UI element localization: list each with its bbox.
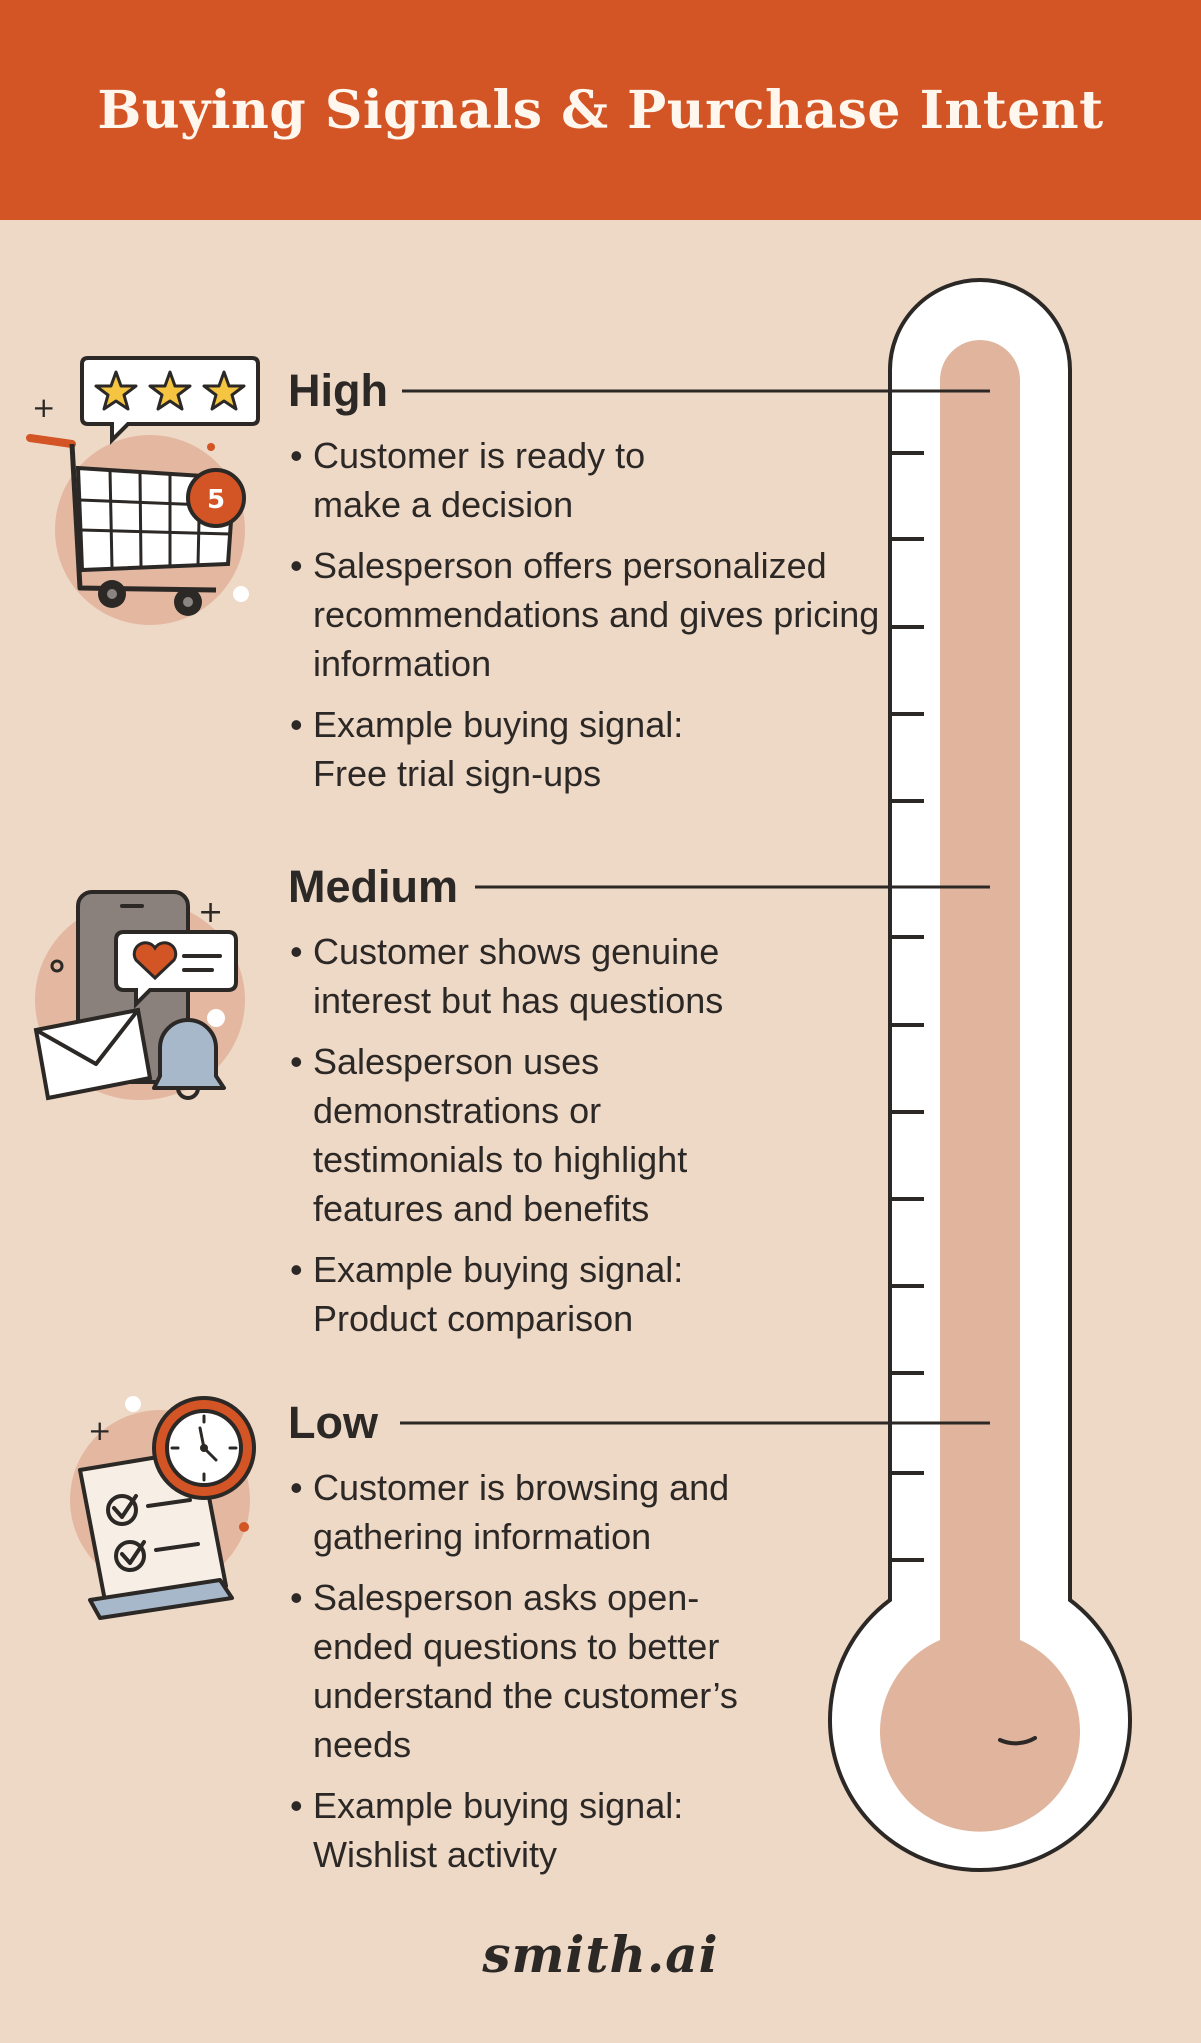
list-item: Customer is ready to make a decision [288, 431, 713, 529]
level-title-medium: Medium [288, 861, 459, 912]
bullet-list-medium: Customer shows genuine interest but has … [288, 927, 888, 1343]
list-item: Example buying signal: Product compariso… [288, 1245, 743, 1343]
list-item: Salesperson asks open-ended questions to… [288, 1573, 773, 1769]
shopping-cart-icon: + 5 [26, 356, 260, 625]
clock-icon [152, 1396, 256, 1500]
level-title-low: Low [288, 1397, 378, 1448]
bullet-list-high: Customer is ready to make a decision Sal… [288, 431, 888, 798]
bell-icon [152, 1016, 226, 1100]
section-medium: Medium Customer shows genuine interest b… [288, 864, 888, 1355]
list-item: Example buying signal: Free trial sign-u… [288, 700, 743, 798]
brand-logo: smith.ai [482, 1925, 719, 1984]
svg-text:+: + [88, 1414, 111, 1447]
cart-badge: 5 [207, 485, 225, 515]
thermometer-ticks [890, 451, 924, 1562]
list-item: Customer shows genuine interest but has … [288, 927, 813, 1025]
list-item: Example buying signal: Wishlist activity [288, 1781, 743, 1879]
bullet-list-low: Customer is browsing and gathering infor… [288, 1463, 888, 1879]
star-rating-icon [94, 370, 246, 411]
list-item: Salesperson uses demonstrations or testi… [288, 1037, 763, 1233]
section-low: Low Customer is browsing and gathering i… [288, 1400, 888, 1891]
smartphone-message-icon: + [33, 890, 245, 1101]
envelope-icon [33, 1007, 153, 1101]
page-title: Buying Signals & Purchase Intent [97, 79, 1104, 141]
svg-text:+: + [32, 391, 55, 424]
level-title-high: High [288, 365, 388, 416]
svg-text:+: + [198, 895, 223, 930]
header-banner: Buying Signals & Purchase Intent [0, 0, 1201, 220]
checklist-clock-icon: + [70, 1396, 256, 1620]
section-high: High Customer is ready to make a decisio… [288, 368, 888, 810]
list-item: Salesperson offers personalized recommen… [288, 541, 903, 688]
list-item: Customer is browsing and gathering infor… [288, 1463, 793, 1561]
